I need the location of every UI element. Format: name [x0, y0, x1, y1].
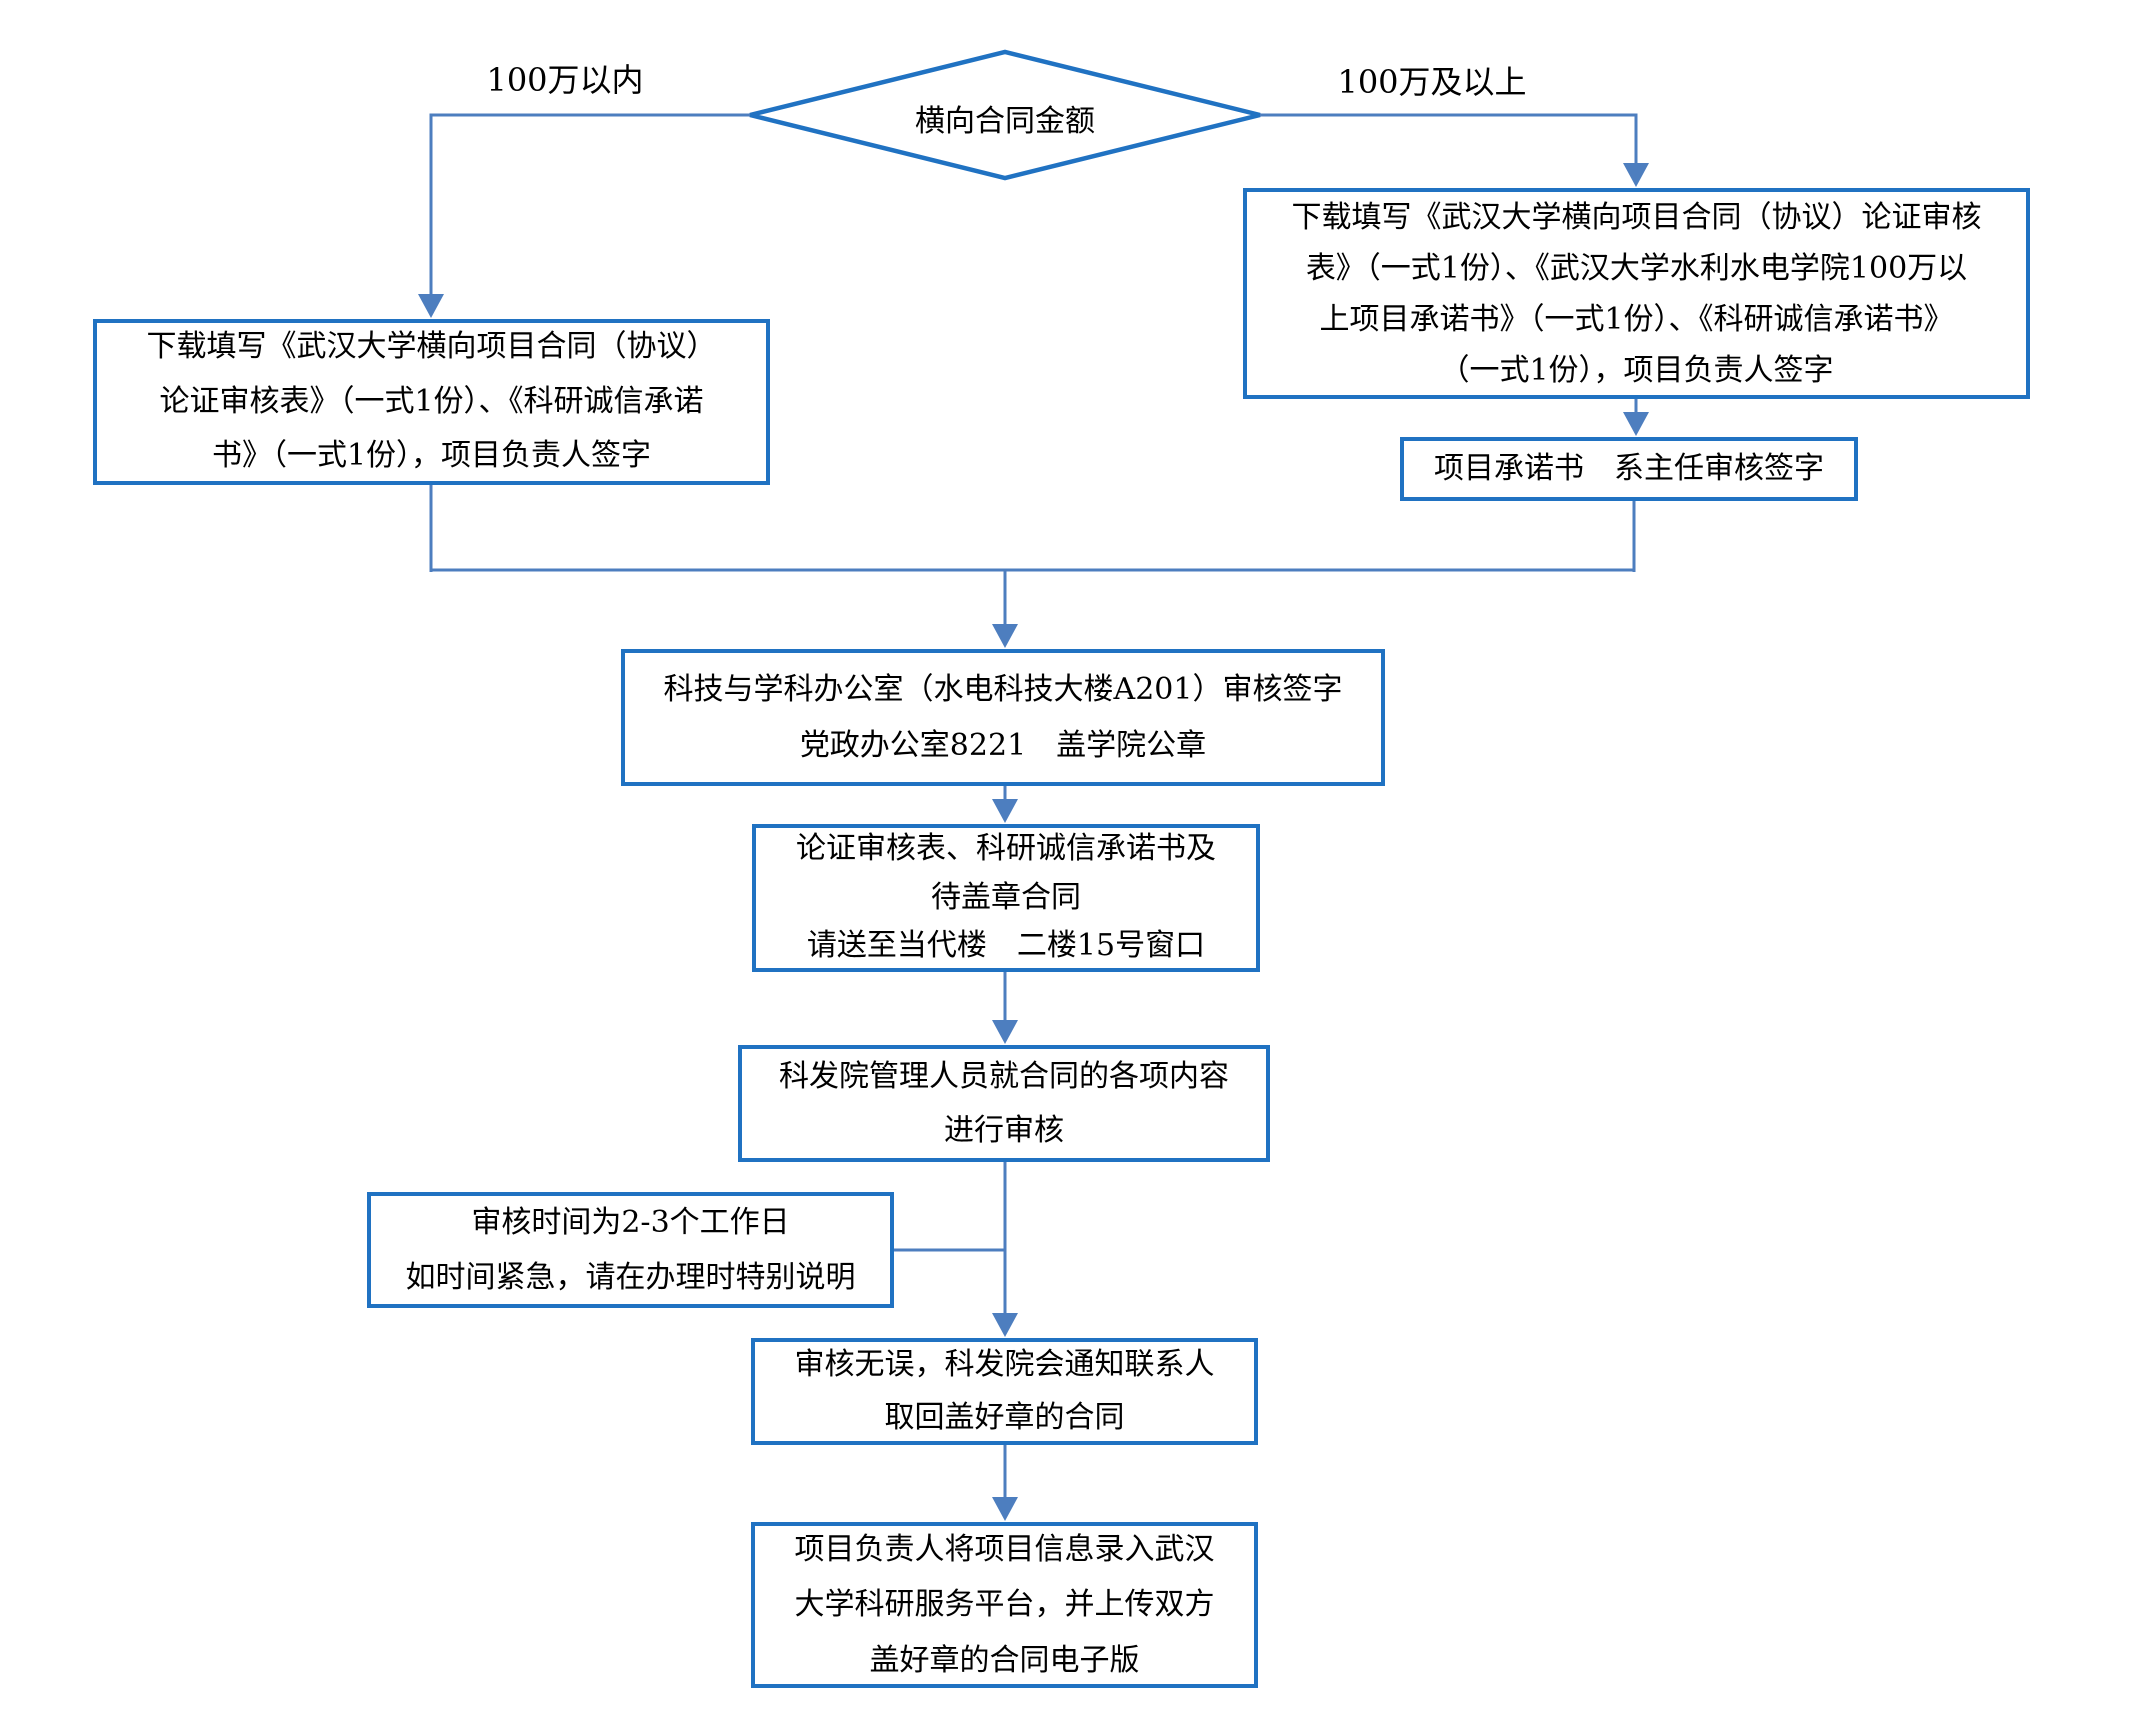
node-platform-entry-upload: 项目负责人将项目信息录入武汉 大学科研服务平台，并上传双方 盖好章的合同电子版: [751, 1522, 1258, 1688]
node-download-forms-under-1m: 下载填写《武汉大学横向项目合同（协议） 论证审核表》（一式1份）、《科研诚信承诺…: [93, 319, 770, 485]
node-send-to-window-15: 论证审核表、科研诚信承诺书及 待盖章合同 请送至当代楼 二楼15号窗口: [752, 824, 1260, 972]
branch-label-over-1m: 100万及以上: [1337, 63, 1527, 101]
arrowhead-office-review: [992, 624, 1018, 648]
arrowhead-pickup: [992, 1313, 1018, 1337]
node-office-review-sign-stamp: 科技与学科办公室（水电科技大楼A201）审核签字 党政办公室8221 盖学院公章: [621, 649, 1385, 786]
node-pickup-stamped-contract: 审核无误，科发院会通知联系人 取回盖好章的合同: [751, 1338, 1258, 1445]
node-promise-letter-dept-head-sign: 项目承诺书 系主任审核签字: [1400, 437, 1858, 501]
connector-right-branch: [1260, 113, 1638, 167]
node-download-forms-over-1m: 下载填写《武汉大学横向项目合同（协议）论证审核 表》（一式1份）、《武汉大学水利…: [1243, 188, 2030, 399]
arrowhead-promise: [1623, 412, 1649, 436]
arrowhead-left-branch: [418, 294, 444, 318]
connector-left-branch: [429, 113, 750, 298]
arrowhead-kfy-review: [992, 1020, 1018, 1044]
decision-label: 横向合同金额: [915, 104, 1095, 139]
arrowhead-right-branch: [1623, 163, 1649, 187]
node-review-time-note: 审核时间为2-3个工作日 如时间紧急，请在办理时特别说明: [367, 1192, 894, 1308]
node-kfy-contract-content-review: 科发院管理人员就合同的各项内容 进行审核: [738, 1045, 1270, 1162]
arrowhead-send-window: [992, 799, 1018, 823]
arrowhead-platform: [992, 1497, 1018, 1521]
branch-label-under-1m: 100万以内: [486, 61, 644, 99]
